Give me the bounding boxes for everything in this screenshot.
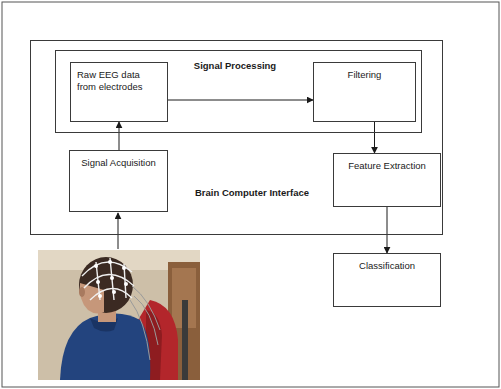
- box-label: Feature Extraction: [340, 160, 434, 172]
- process-box: Feature Extraction: [333, 153, 441, 207]
- process-box: Classification: [333, 253, 441, 307]
- group-box: Raw EEG data from electrodes FilteringSig…: [55, 50, 422, 133]
- process-box: Raw EEG data from electrodes: [70, 62, 168, 122]
- box-label: Signal Acquisition: [76, 157, 161, 169]
- box-label: Raw EEG data from electrodes: [77, 69, 161, 93]
- flow-arrow: [387, 207, 388, 253]
- flow-arrow: [374, 122, 375, 153]
- box-label: Filtering: [320, 69, 409, 81]
- process-box: Filtering: [313, 62, 416, 122]
- box-title: Signal Processing: [135, 60, 335, 71]
- box-label: Classification: [340, 260, 434, 272]
- flow-arrow: [168, 100, 313, 101]
- box-title: Brain Computer Interface: [152, 187, 352, 198]
- input-arrow: [118, 213, 119, 249]
- system-box: Raw EEG data from electrodesFilteringSig…: [30, 40, 443, 235]
- flow-arrow: [119, 122, 120, 150]
- subject-photo: [38, 250, 200, 380]
- process-box: Signal Acquisition: [69, 150, 168, 212]
